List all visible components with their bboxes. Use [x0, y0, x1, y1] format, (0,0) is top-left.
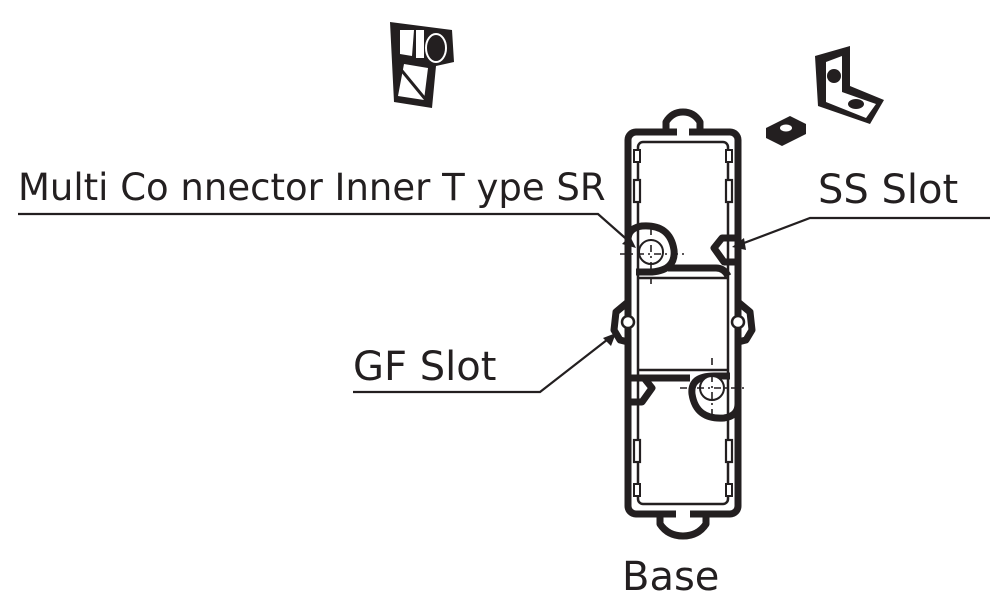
gf-slot-right: [730, 299, 756, 346]
profile-inner-wall: [636, 140, 730, 506]
label-multi-connector: Multi Co nnector Inner T ype SR: [18, 166, 606, 209]
base-profile: [610, 108, 756, 540]
multi-connector-hole-lower: [680, 358, 744, 422]
label-gf-slot: GF Slot: [353, 344, 496, 390]
leader-multi-connector: [18, 212, 636, 248]
gf-slot-left: [610, 299, 636, 346]
leader-ss-slot: [732, 216, 990, 250]
web-upper: [668, 264, 732, 278]
bottom-slot: [656, 508, 710, 540]
wall-notches: [632, 149, 734, 497]
ss-slot-upper: [710, 234, 738, 266]
slot-nut-icon: [766, 116, 806, 146]
label-ss-slot: SS Slot: [818, 167, 958, 213]
leader-gf-slot: [353, 333, 616, 394]
multi-connector-hole-upper: [620, 222, 686, 284]
label-base: Base: [622, 554, 719, 600]
multi-connector-part-icon: [390, 22, 454, 108]
profile-outer-wall: [624, 128, 742, 518]
l-bracket-icon: [815, 46, 884, 124]
top-slot: [662, 108, 704, 136]
ss-slot-lower: [628, 374, 656, 406]
